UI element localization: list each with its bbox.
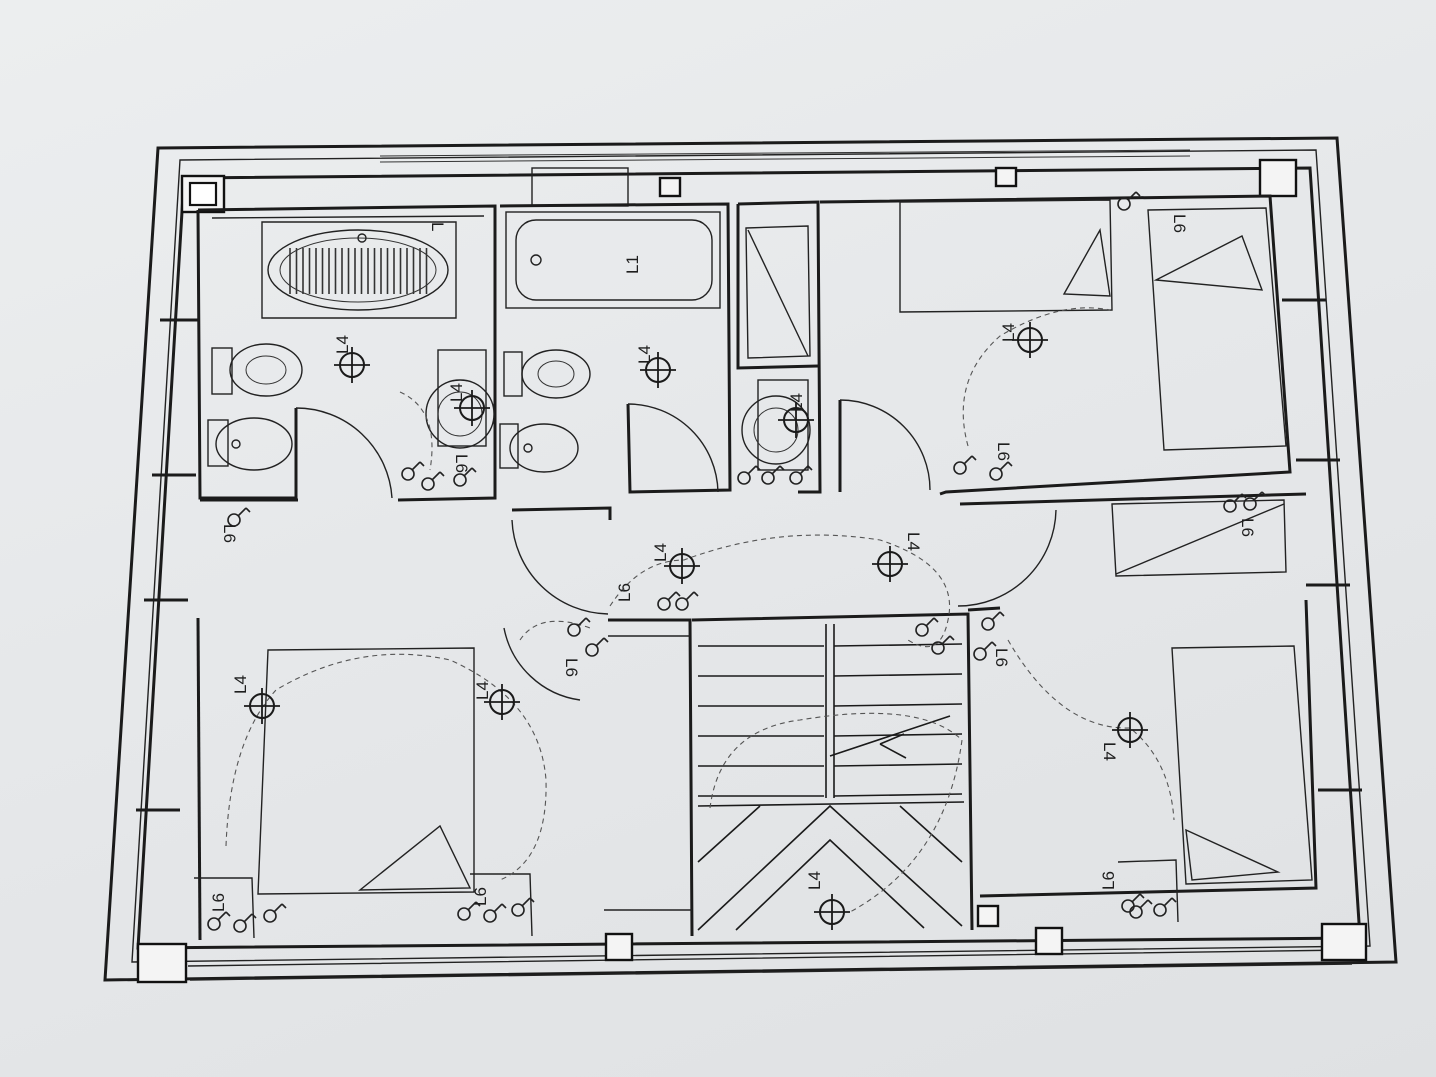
ceiling-light-icon [814,894,850,930]
switch-icon [981,611,1005,631]
wc1-light-label: L4 [333,335,352,354]
bed4-switch-label: L6 [1238,518,1257,537]
bed3-light-label: L4 [1100,742,1119,761]
bidet-1 [207,417,293,471]
switch-icon [761,465,785,485]
switch-icon [511,897,535,917]
wc1-top-label: L [428,222,447,231]
toilet-1 [211,343,303,397]
bed2-switch-label: L6 [562,658,581,677]
switch-icon [207,911,231,931]
ceiling-light-icon [1112,712,1148,748]
hall-light-1-label: L4 [651,543,670,562]
ceiling-light-icon [484,684,520,720]
switch-icon [1243,491,1267,511]
ceiling-light-icon [872,546,908,582]
switch-icon [233,913,257,933]
bed3-bed-switch-label: L6 [1099,871,1118,890]
hall-light-2-label: L4 [904,532,923,551]
switch-icon [1153,897,1177,917]
bed1-light-label: L4 [999,323,1018,342]
switch-icon [953,455,977,475]
switch-icon [915,617,939,637]
switch-icon [973,641,997,661]
switch-icon [1223,493,1247,513]
bed-top-right-2 [1147,207,1287,451]
ceiling-light-icon [334,347,370,383]
switch-icon [567,617,591,637]
bed2-bed-switch-2-label: L6 [471,887,490,906]
switch-icon [657,591,681,611]
bidet-2 [499,423,579,473]
ceiling-light-icon [244,688,280,724]
bath-light-label: L1 [623,255,642,274]
toilet-2 [503,349,591,399]
switch-icon [483,903,507,923]
switch-icon [675,591,699,611]
switch-icon [1117,191,1141,211]
hall-switch-label: L6 [615,583,634,602]
switch-icon [227,507,251,527]
switch-icon [1129,899,1153,919]
bed2-light-2-label: L4 [473,681,492,700]
switch-icon [453,467,477,487]
light-circuits [225,307,1175,913]
ceiling-light-icon [640,352,676,388]
wc2-sink-light-label: L4 [787,393,806,412]
door-swings [295,399,1057,701]
wc1-switch-label: L6 [452,454,471,473]
wc1-sink-light-label: L4 [447,383,466,402]
switch-icon [789,465,813,485]
fixtures [207,199,1313,931]
bed-bottom-right [1171,645,1313,885]
wc2-light-label: L4 [635,345,654,364]
switch-icon [737,465,761,485]
bathtub [505,211,721,309]
switch-icon [931,635,955,655]
switch-icon [585,637,609,657]
bed2-light-1-label: L4 [231,675,250,694]
bed-left [257,647,475,895]
bed3-switch-label: L6 [992,648,1011,667]
structural-columns [136,158,1368,984]
stair-light-label: L4 [805,871,824,890]
ceiling-light-icon [454,390,490,426]
ceiling-light-icon [778,402,814,438]
ceiling-lights [244,322,1148,930]
shower-tray [261,221,457,319]
switch-icon [989,461,1013,481]
switches [207,191,1267,933]
hall-switch-left-label: L6 [220,524,239,543]
outer-walls [103,136,1398,982]
interior-walls [194,194,1318,941]
switch-icon [401,461,425,481]
ceiling-light-icon [664,548,700,584]
switch-icon [263,903,287,923]
bed1-top-switch-label: L6 [1170,214,1189,233]
symbol-labels: L1 L4 L4 L6 L L4 L4 L4 L6 L6 L6 L4 L4 L6… [209,214,1257,912]
switch-icon [457,901,481,921]
bed-top-right-1 [899,199,1113,313]
ceiling-light-icon [1012,322,1048,358]
bed2-bed-switch-1-label: L6 [209,893,228,912]
switch-icon [421,471,445,491]
bed1-switch-label: L6 [994,442,1013,461]
staircase [697,624,965,931]
